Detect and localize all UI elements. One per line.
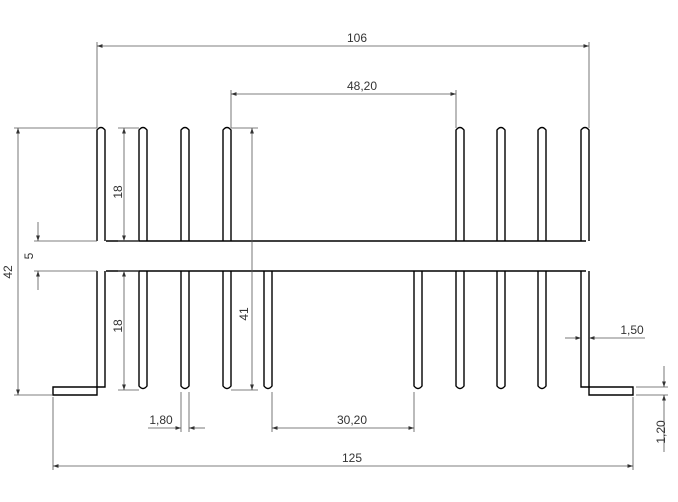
dim-label-42: 42 (1, 265, 15, 279)
upper-fin (537, 126, 547, 241)
lower-fin (263, 271, 273, 390)
dim-label-41: 41 (237, 307, 251, 321)
extension-lines (14, 42, 668, 470)
profile-outline (52, 126, 634, 396)
dim-label-18-upper: 18 (111, 185, 125, 199)
dim-label-30-20: 30,20 (337, 413, 367, 427)
left-wall-flange (52, 271, 106, 396)
lower-fin (496, 271, 506, 390)
upper-fin (180, 126, 190, 241)
lower-fin (455, 271, 465, 390)
lower-fin (180, 271, 190, 390)
upper-fin (580, 126, 590, 241)
dim-label-1-80: 1,80 (149, 413, 173, 427)
lower-fin (222, 271, 232, 390)
dim-label-48-20: 48,20 (347, 79, 377, 93)
lower-fin (413, 271, 423, 390)
dim-label-5: 5 (22, 252, 36, 259)
lower-fin (537, 271, 547, 390)
dim-label-18-lower: 18 (111, 319, 125, 333)
upper-fin (138, 126, 148, 241)
upper-fin (496, 126, 506, 241)
upper-fin (96, 126, 106, 241)
dim-label-125: 125 (342, 451, 362, 465)
upper-fin (222, 126, 232, 241)
dimension-labels: 106 48,20 42 18 18 5 41 30,20 1,80 125 1… (1, 31, 668, 465)
upper-fin (455, 126, 465, 241)
right-wall-flange (580, 271, 634, 396)
lower-fin (138, 271, 148, 390)
dim-label-106: 106 (347, 31, 367, 45)
dim-label-1-50: 1,50 (620, 323, 644, 337)
dim-label-1-20: 1,20 (654, 420, 668, 444)
dimension-lines (16, 44, 666, 468)
